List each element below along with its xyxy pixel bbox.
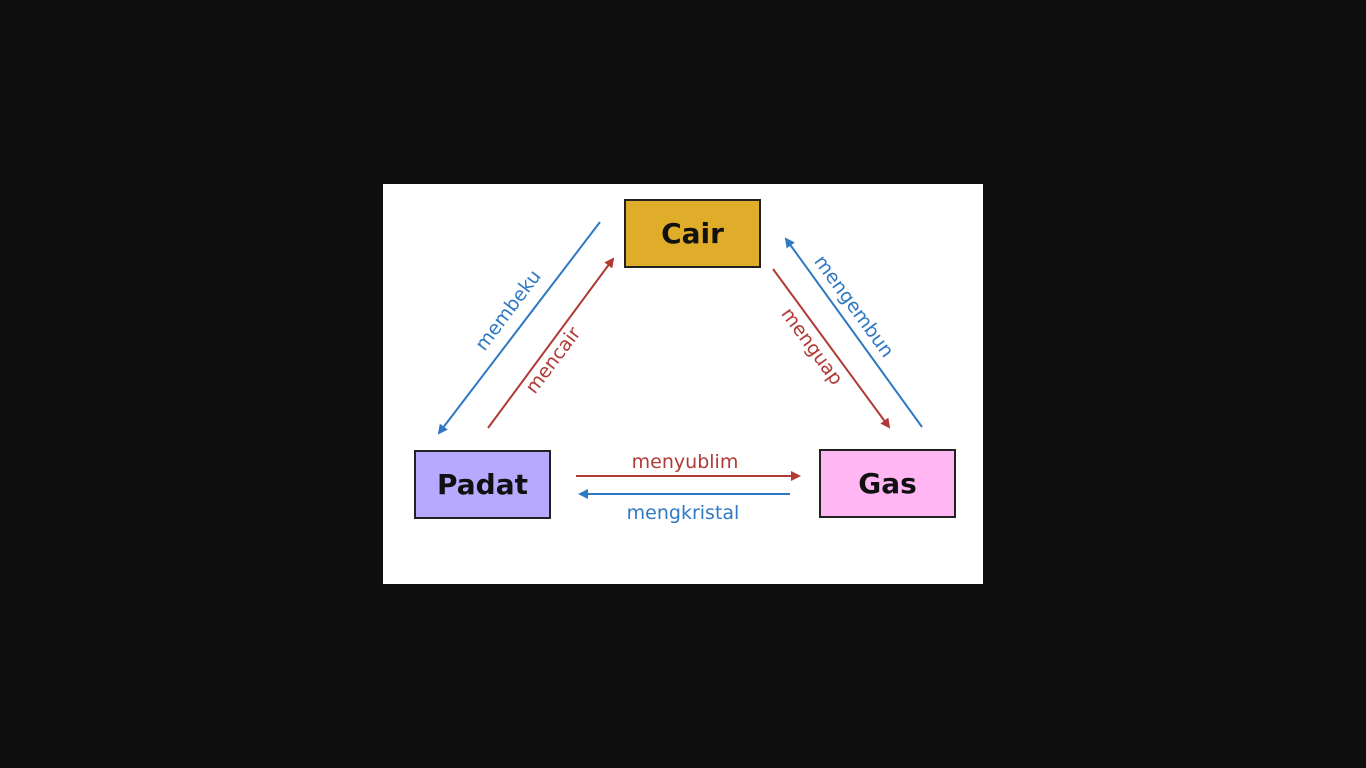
diagram-slide: Cair Padat Gas membeku mencair menguap m…: [383, 184, 983, 584]
label-mencair: mencair: [521, 323, 585, 398]
state-label-gas: Gas: [858, 467, 917, 500]
label-mengkristal: mengkristal: [627, 502, 740, 524]
state-box-padat: Padat: [414, 450, 551, 519]
arrow-menguap: [772, 268, 891, 429]
label-menguap: menguap: [776, 304, 847, 390]
arrow-mengembun: [784, 237, 923, 428]
arrow-membeku: [437, 221, 601, 435]
state-box-cair: Cair: [624, 199, 761, 268]
state-label-cair: Cair: [661, 217, 724, 250]
label-menyublim: menyublim: [632, 451, 739, 473]
arrow-mencair: [487, 257, 615, 429]
state-box-gas: Gas: [819, 449, 956, 518]
state-label-padat: Padat: [437, 468, 528, 501]
states-of-matter-diagram: Cair Padat Gas membeku mencair menguap m…: [414, 199, 956, 524]
